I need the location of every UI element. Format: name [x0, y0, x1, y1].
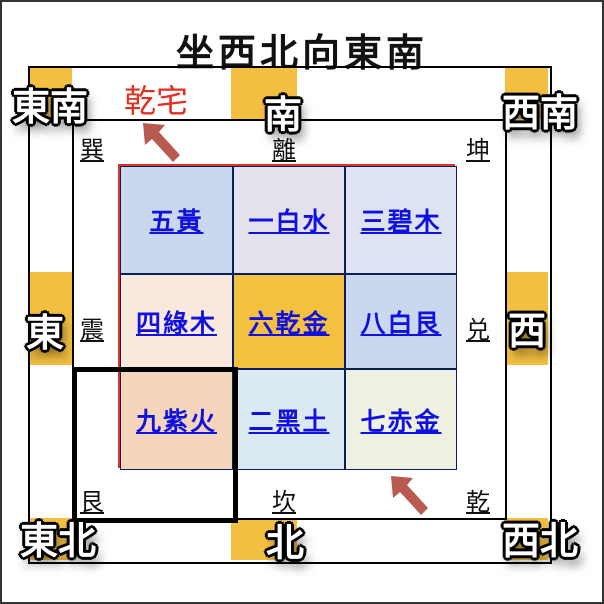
trigram-dui: 兑 — [466, 316, 490, 344]
star-link[interactable]: 七赤金 — [360, 406, 442, 436]
trigram-kun: 坤 — [466, 136, 490, 164]
direction-southeast: 東南 — [12, 85, 89, 129]
north-block — [231, 518, 297, 560]
star-link[interactable]: 八白艮 — [360, 308, 442, 338]
corner-sw-block — [505, 68, 548, 119]
trigram-zhen: 震 — [80, 316, 104, 344]
grid-cell: 二黑土 — [233, 369, 345, 470]
trigram-xun: 巽 — [80, 136, 104, 164]
direction-north: 北 — [266, 521, 305, 565]
house-label: 乾宅 — [124, 82, 189, 120]
nine-palace-grid: 五黃 一白水 三碧木四綠木 六乾金八白艮九紫火 二黑土七赤金 — [118, 164, 457, 470]
star-link[interactable]: 五黃 — [149, 207, 204, 236]
direction-west: 西 — [508, 309, 547, 353]
grid-cell: 一白水 — [233, 166, 345, 274]
grid-cell: 三碧木 — [345, 166, 457, 274]
star-link[interactable]: 三碧木 — [360, 207, 442, 236]
grid-cell: 六乾金 — [233, 274, 345, 369]
corner-se-block — [30, 68, 72, 119]
star-link[interactable]: 二黑土 — [248, 406, 330, 436]
direction-south: 南 — [264, 93, 303, 137]
trigram-li: 離 — [272, 136, 296, 164]
trigram-kan: 坎 — [272, 488, 296, 516]
corner-ne-block — [30, 518, 72, 560]
star-link[interactable]: 九紫火 — [135, 406, 217, 436]
outer-ring — [28, 66, 552, 564]
east-block — [30, 272, 72, 365]
grid-cell: 七赤金 — [345, 369, 457, 470]
direction-southwest: 西南 — [502, 91, 579, 135]
grid-cell: 八白艮 — [345, 274, 457, 369]
south-block — [231, 68, 297, 119]
corner-nw-block — [505, 518, 548, 560]
star-link[interactable]: 四綠木 — [135, 308, 217, 338]
star-link[interactable]: 六乾金 — [248, 308, 330, 338]
trigram-qian: 乾 — [466, 488, 490, 516]
arrow-icon — [143, 123, 180, 162]
star-link[interactable]: 一白水 — [248, 207, 330, 236]
direction-northwest: 西北 — [502, 519, 579, 563]
direction-east: 東 — [26, 311, 65, 355]
trigram-gen: 艮 — [80, 488, 104, 516]
west-block — [505, 272, 548, 365]
highlight-box — [72, 367, 238, 523]
direction-northeast: 東北 — [20, 519, 97, 563]
grid-cell: 四綠木 — [120, 274, 233, 369]
grid-cell: 九紫火 — [120, 369, 233, 470]
grid-cell: 五黃 — [120, 166, 233, 274]
arrow-icon — [391, 476, 428, 515]
